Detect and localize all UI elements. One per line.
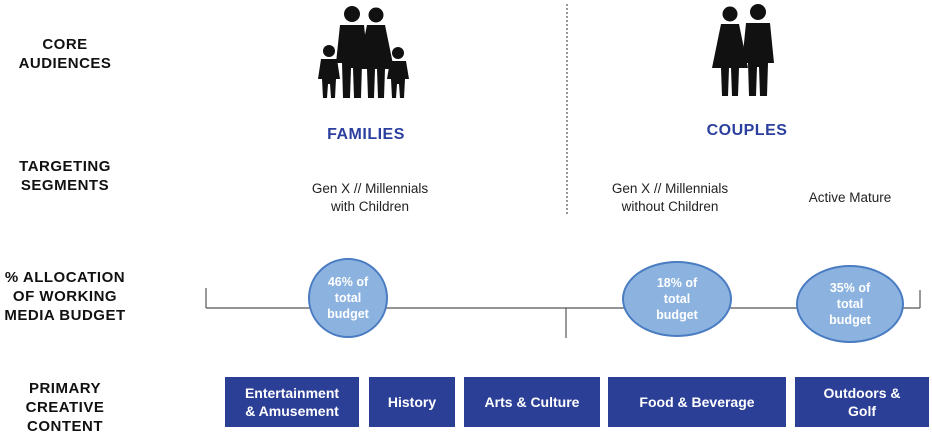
row-label-targeting-segments: TARGETING SEGMENTS xyxy=(19,158,111,194)
segment-families-genx: Gen X // Millennials with Children xyxy=(311,181,429,214)
row-label-core-audiences: CORE AUDIENCES xyxy=(18,36,112,72)
couple-icon xyxy=(712,4,774,96)
content-box-history: History xyxy=(369,377,455,427)
content-box-food-beverage: Food & Beverage xyxy=(608,377,786,427)
content-box-entertainment: Entertainment & Amusement xyxy=(225,377,359,427)
segment-couples-genx: Gen X // Millennials without Children xyxy=(611,181,729,214)
content-box-outdoors-golf: Outdoors & Golf xyxy=(795,377,929,427)
audience-title-couples: COUPLES xyxy=(706,122,788,139)
row-label-creative-content: PRIMARY CREATIVE CONTENT xyxy=(25,380,105,435)
allocation-bubble-active-mature: 35% of total budget xyxy=(796,265,904,343)
audience-title-families: FAMILIES xyxy=(327,126,405,143)
audience-divider xyxy=(566,4,568,214)
allocation-bubble-couples: 18% of total budget xyxy=(622,261,732,337)
allocation-bubble-families: 46% of total budget xyxy=(308,258,388,338)
row-label-allocation: % ALLOCATION OF WORKING MEDIA BUDGET xyxy=(4,269,126,324)
content-box-arts-culture: Arts & Culture xyxy=(464,377,600,427)
segment-active-mature: Active Mature xyxy=(808,190,892,205)
family-icon xyxy=(318,6,409,98)
